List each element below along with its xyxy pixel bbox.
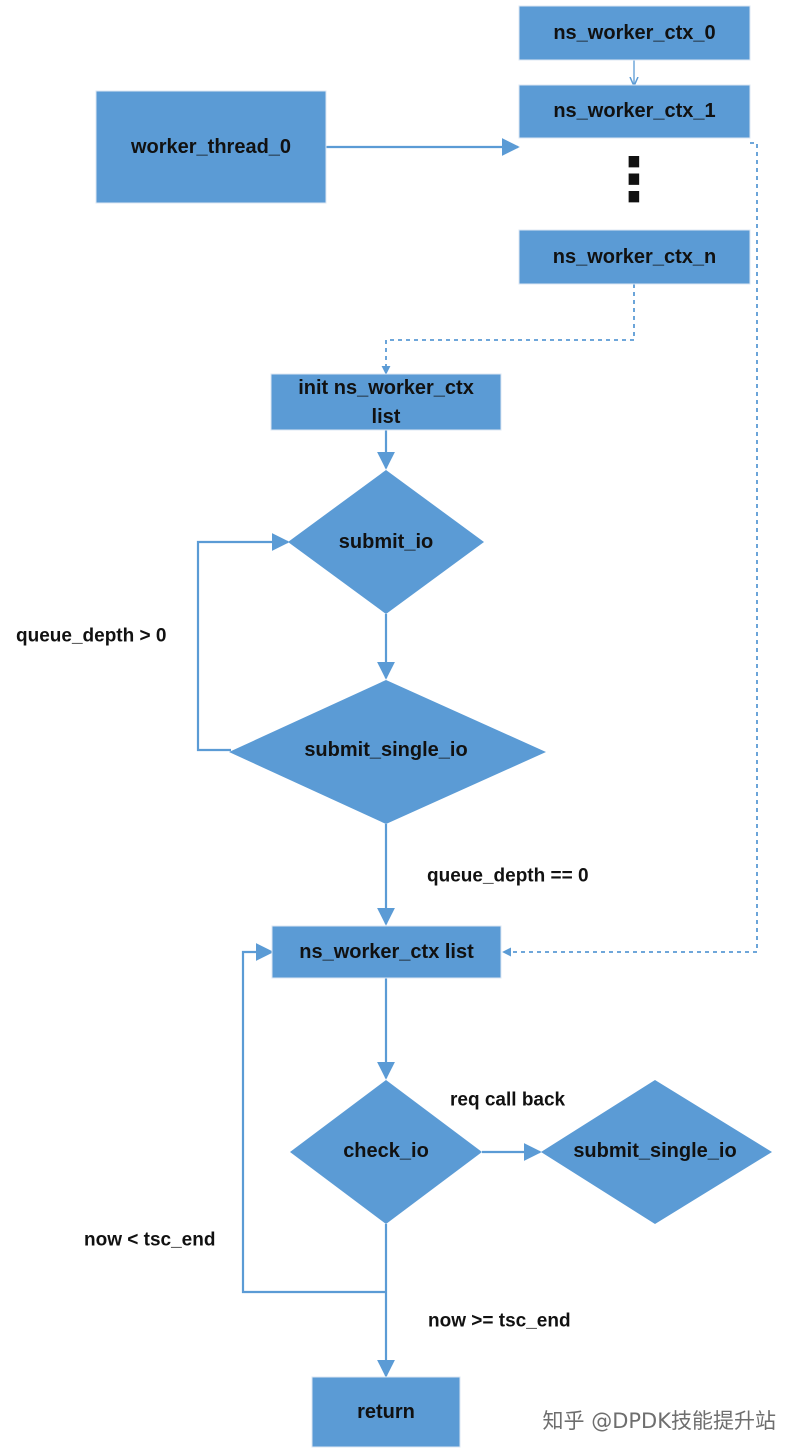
edge-label-now-ge: now >= tsc_end (428, 1311, 571, 1332)
node-submit-single-io-2: submit_single_io (541, 1080, 772, 1224)
node-ns-worker-ctx-1-box (518, 84, 751, 139)
ellipsis-icon: ⋮ (604, 145, 664, 215)
node-return: return (311, 1376, 461, 1448)
node-init-label-line2: list (372, 406, 401, 428)
edge-ctxn-to-init (381, 284, 635, 375)
node-ctx-list-label: ns_worker_ctx list (299, 941, 474, 963)
node-worker-thread-0-box (95, 90, 327, 204)
node-submit-io-label: submit_io (339, 531, 433, 553)
node-ns-worker-ctx-n: ns_worker_ctx_n (518, 229, 751, 285)
edge-label-now-lt: now < tsc_end (84, 1230, 215, 1251)
node-check-io: check_io (290, 1080, 482, 1224)
node-ns-worker-ctx-1: ns_worker_ctx_1 (518, 84, 751, 139)
node-submit-io: submit_io (288, 470, 484, 614)
node-ns-worker-ctx-n-box (518, 229, 751, 285)
edge-loop-queue-gt (196, 533, 290, 752)
node-return-box (311, 1376, 461, 1448)
edge-labels: queue_depth > 0 queue_depth == 0 req cal… (16, 626, 589, 1332)
node-submit-single-io-2-label: submit_single_io (573, 1140, 736, 1162)
node-ns-worker-ctx-0-box (518, 5, 751, 61)
node-submit-single-io-label: submit_single_io (304, 739, 467, 761)
node-ctx-list-box (271, 925, 502, 979)
node-ns-worker-ctx-0: ns_worker_ctx_0 (518, 5, 751, 61)
nodes: ns_worker_ctx_0 ns_worker_ctx_1 ⋮ ns_wor… (95, 5, 772, 1448)
node-ns-worker-ctx-n-label: ns_worker_ctx_n (553, 246, 716, 268)
node-worker-thread-0-label: worker_thread_0 (130, 136, 291, 158)
node-submit-single-io: submit_single_io (229, 680, 546, 824)
node-submit-single-io-shape (229, 680, 546, 824)
node-ns-worker-ctx-1-label: ns_worker_ctx_1 (553, 100, 715, 122)
node-ns-worker-ctx-0-label: ns_worker_ctx_0 (553, 22, 715, 44)
node-worker-thread-0: worker_thread_0 (95, 90, 327, 204)
edge-loop-now-lt (241, 943, 386, 1294)
edge-label-queue-eq: queue_depth == 0 (427, 866, 589, 887)
edges (196, 60, 758, 1378)
edge-label-queue-gt: queue_depth > 0 (16, 626, 166, 647)
edge-label-req-cb: req call back (450, 1090, 566, 1111)
watermark-text: 知乎 @DPDK技能提升站 (543, 1409, 776, 1433)
node-submit-io-shape (288, 470, 484, 614)
node-ns-worker-ctx-list: ns_worker_ctx list (271, 925, 502, 979)
node-init-box (270, 373, 502, 431)
node-init-label-line1: init ns_worker_ctx (298, 377, 474, 399)
node-return-label: return (357, 1401, 415, 1423)
node-check-io-shape (290, 1080, 482, 1224)
node-submit-single-io-2-shape (541, 1080, 772, 1224)
edge-ctx1-to-ctxlist (502, 142, 758, 957)
node-check-io-label: check_io (343, 1140, 429, 1162)
node-init-ns-worker-ctx-list: init ns_worker_ctx list (270, 373, 502, 431)
